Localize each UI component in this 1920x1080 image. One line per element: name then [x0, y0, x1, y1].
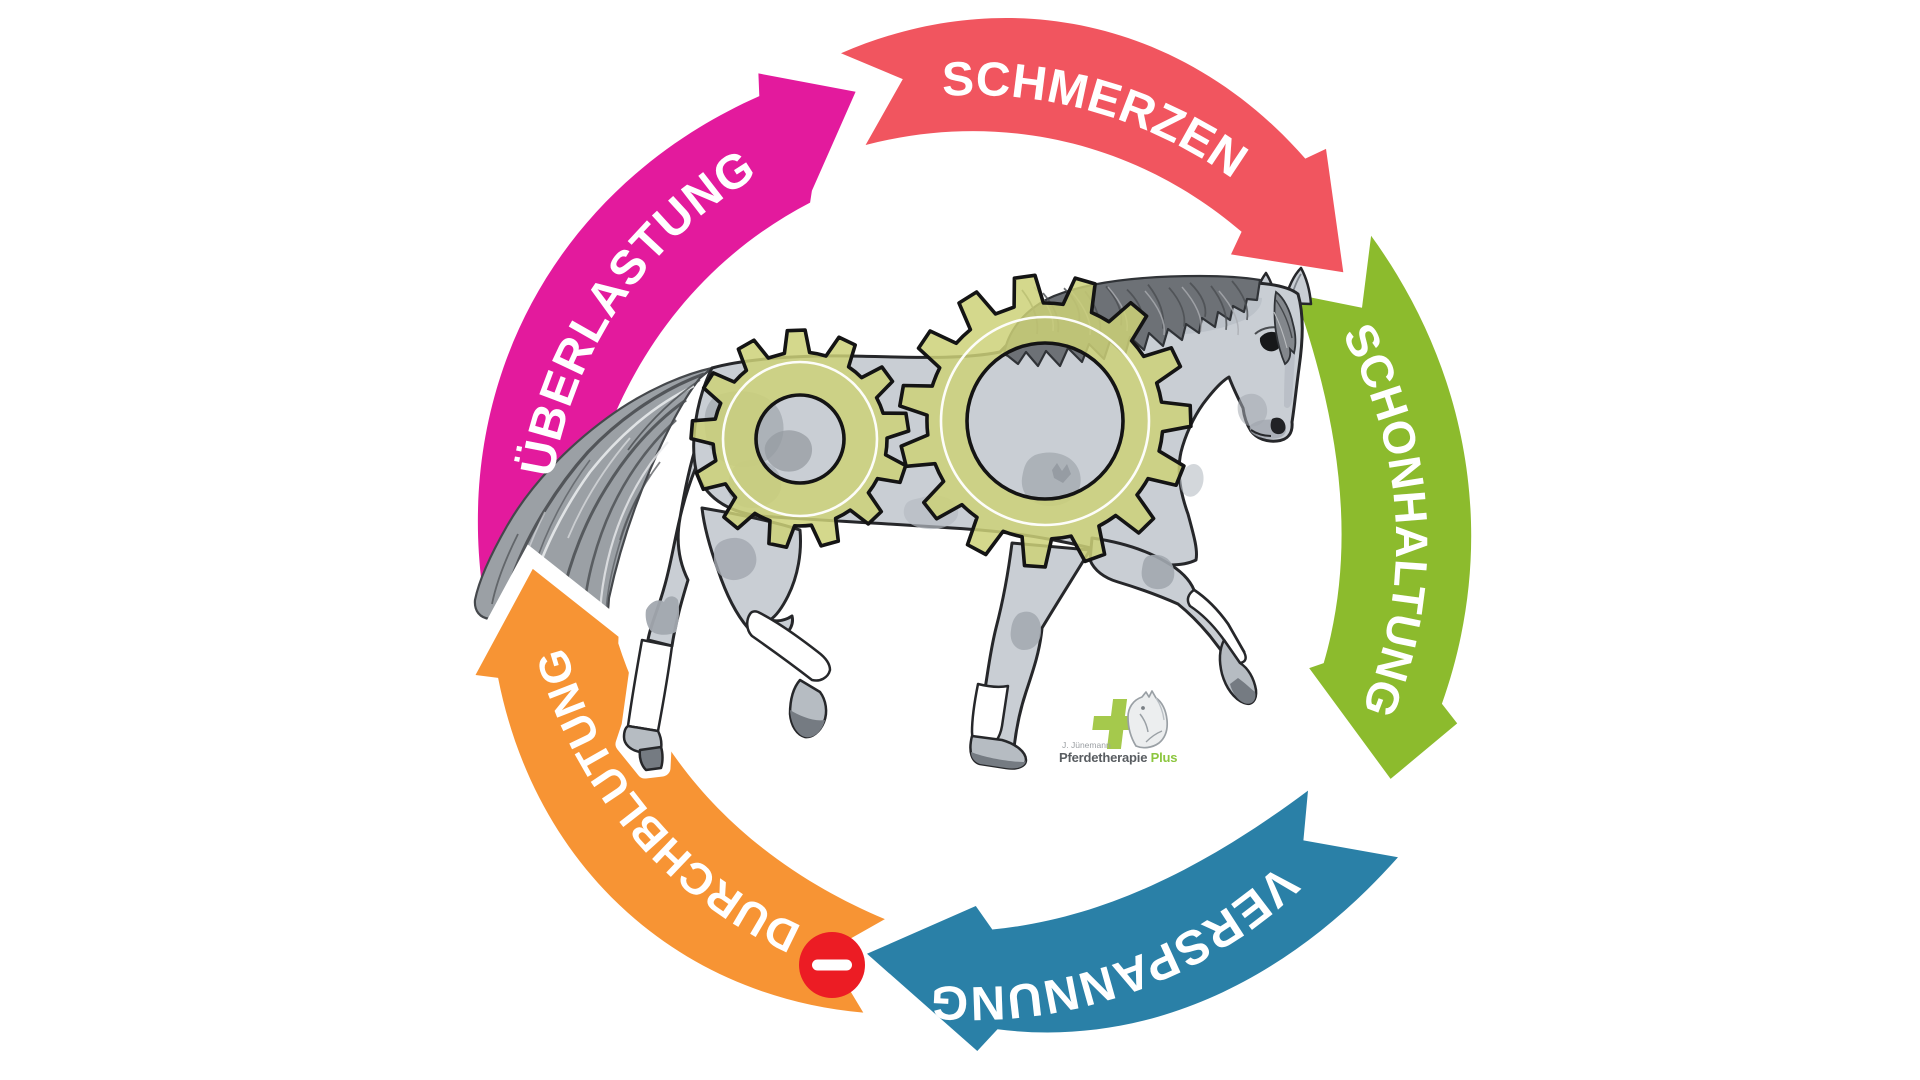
svg-text:Pferdetherapie Plus: Pferdetherapie Plus	[1059, 750, 1177, 765]
svg-text:J. Jünemann: J. Jünemann	[1062, 740, 1111, 750]
